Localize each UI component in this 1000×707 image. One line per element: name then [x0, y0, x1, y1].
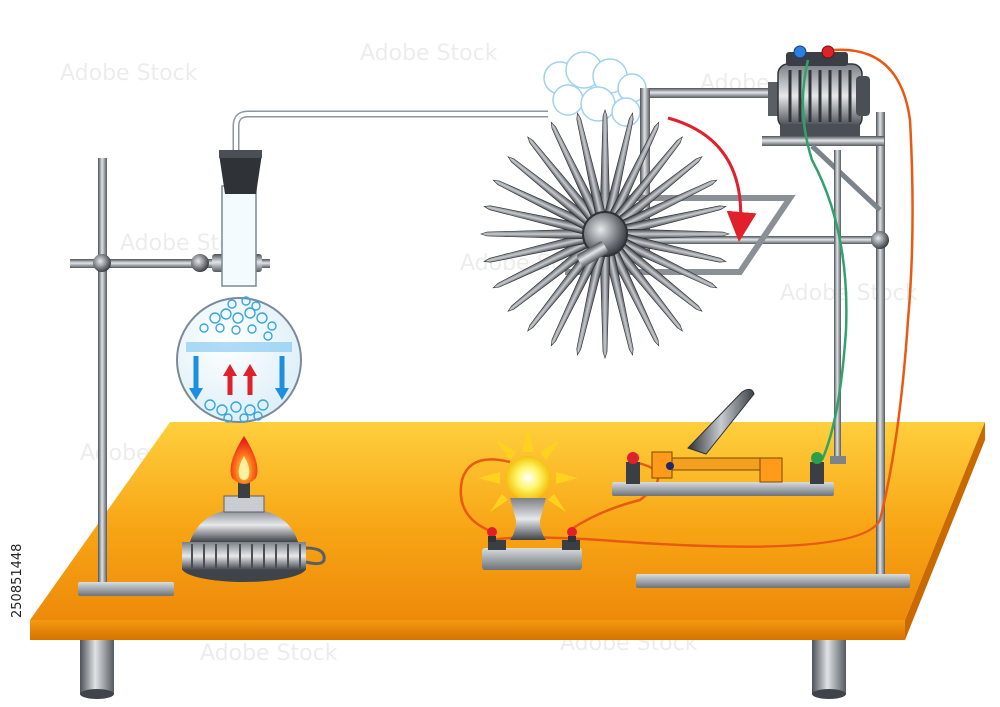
- stand-base-left: [78, 582, 174, 596]
- stand-rod-right: [876, 112, 885, 582]
- svg-text:Adobe Stock: Adobe Stock: [360, 41, 498, 66]
- clamp-knob-1: [93, 254, 111, 272]
- up-arrow-red-1: [223, 364, 237, 376]
- water-bubbles: [199, 296, 277, 423]
- svg-text:Adobe Stock: Adobe Stock: [60, 61, 198, 86]
- table-leg-left: [80, 640, 114, 694]
- bulb-rays: [478, 428, 578, 512]
- table: [30, 422, 985, 699]
- steam-cloud: [543, 51, 647, 127]
- rotation-arrow: [667, 116, 757, 242]
- terminal-red: [821, 45, 835, 59]
- steam-pipe: [232, 110, 548, 150]
- switch-base: [612, 482, 834, 496]
- clamp-knob-2: [191, 254, 209, 272]
- clamp-arm: [70, 259, 270, 268]
- turbine-wheel: [480, 109, 730, 359]
- lamp-handle: [305, 546, 326, 566]
- bulb-glass: [506, 456, 550, 500]
- terminal-blue: [793, 45, 807, 59]
- table-front-edge: [30, 620, 905, 640]
- stand-rod-left: [98, 158, 107, 588]
- turbine-shaft-arm: [640, 88, 770, 98]
- knife-switch: [612, 388, 834, 496]
- light-bulb: [478, 428, 582, 570]
- stand-base-right: [636, 574, 910, 588]
- bulb-base: [482, 548, 582, 570]
- bulb-socket: [510, 498, 546, 540]
- wires: [459, 48, 914, 548]
- motor-shelf: [762, 136, 884, 146]
- electric-generator: [768, 45, 870, 136]
- wire-bulb-left: [459, 458, 511, 532]
- table-leg-right: [812, 640, 846, 694]
- spirit-lamp: [182, 436, 326, 582]
- round-bottom-flask: [176, 150, 302, 423]
- down-arrow-right: [275, 388, 289, 400]
- water-surface: [186, 342, 292, 352]
- image-id: 250851448: [10, 544, 25, 618]
- switch-handle: [687, 388, 755, 455]
- table-side-edge: [905, 422, 985, 640]
- svg-text:Adobe Stock: Adobe Stock: [780, 281, 918, 306]
- wire-green: [801, 59, 848, 461]
- svg-text:Adobe Stock: Adobe Stock: [200, 641, 338, 666]
- up-arrow-red-2: [243, 364, 257, 376]
- wire-red-long: [489, 48, 914, 548]
- rubber-stopper: [219, 154, 262, 194]
